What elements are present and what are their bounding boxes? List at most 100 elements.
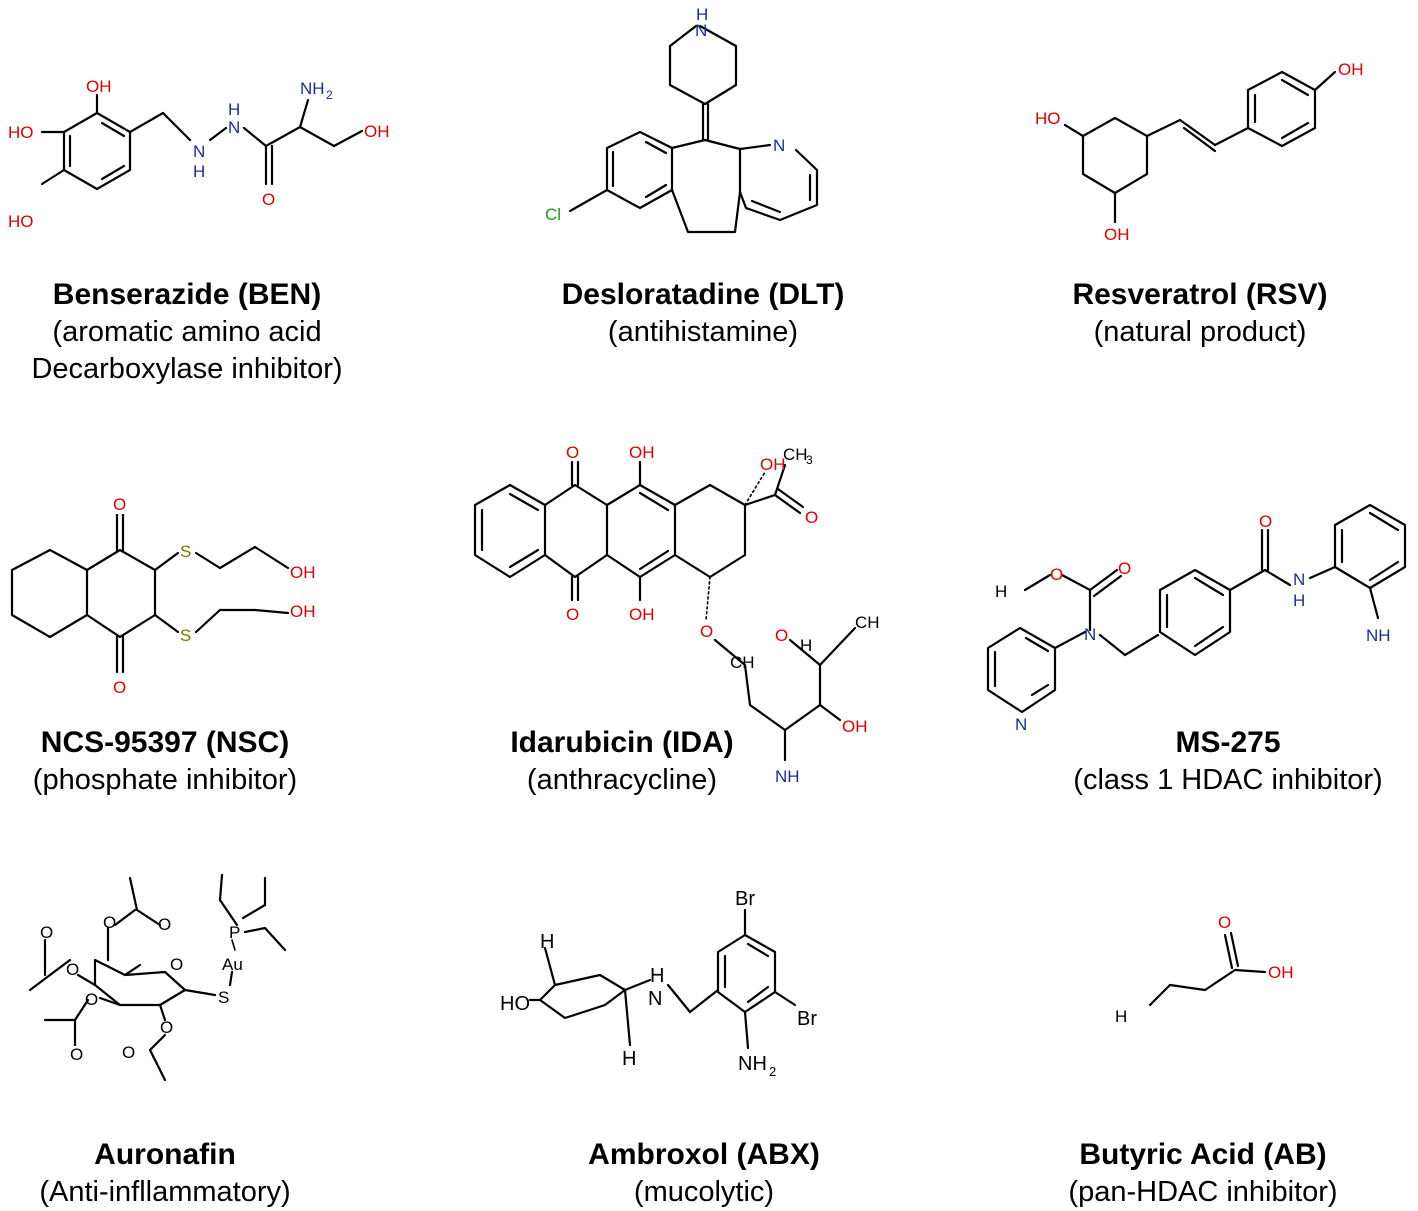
compound-description: (anthracycline): [526, 764, 718, 796]
atom-subscript: 2: [326, 88, 333, 102]
atom-o: O: [40, 923, 53, 942]
atom-o: O: [113, 678, 126, 697]
atom-ho: HO: [1035, 109, 1061, 128]
compound-name: NCS-95397 (NSC): [40, 726, 290, 759]
compound-description: (natural product): [1093, 316, 1307, 348]
atom-oh: OH: [86, 77, 112, 96]
atom-ho: HO: [8, 212, 34, 231]
atom-s: S: [180, 542, 191, 561]
atom-nh2: NH: [775, 767, 800, 786]
atom-n: N: [773, 136, 785, 155]
compound-description: (aromatic amino acid: [52, 316, 322, 348]
compound-description: (phosphate inhibitor): [32, 764, 298, 796]
compound-name: Butyric Acid (AB): [1079, 1138, 1327, 1171]
compound-name: Ambroxol (ABX): [588, 1138, 820, 1171]
structure-benserazide: OH HO HO N H N H NH 2 O OH: [8, 77, 390, 231]
structure-idarubicin: O O OH OH OH CH 3 O O O CH H CH OH NH: [473, 443, 880, 786]
caption-ms275: MS-275 (class 1 HDAC inhibitor): [1008, 724, 1418, 799]
atom-o: O: [170, 955, 183, 974]
structure-resveratrol: HO OH OH: [1035, 60, 1364, 244]
structure-desloratadine: H N N Cl: [545, 5, 819, 234]
compound-name: Desloratadine (DLT): [561, 278, 845, 311]
atom-o: O: [122, 1043, 135, 1062]
compound-name: MS-275: [1175, 726, 1281, 759]
atom-s: S: [180, 626, 191, 645]
caption-resveratrol: Resveratrol (RSV) (natural product): [980, 276, 1418, 351]
atom-oh: OH: [760, 455, 786, 474]
caption-ambroxol: Ambroxol (ABX) (mucolytic): [484, 1136, 924, 1211]
atom-h: H: [193, 162, 205, 181]
atom-ho: HO: [500, 993, 530, 1015]
atom-n: N: [695, 21, 707, 40]
structure-ncs95397: O O S S OH OH: [10, 495, 316, 697]
atom-n: N: [1293, 570, 1305, 589]
atom-n: N: [1015, 715, 1027, 734]
caption-auronafin: Auronafin (Anti-infllammatory): [0, 1136, 385, 1211]
caption-butyric-acid: Butyric Acid (AB) (pan-HDAC inhibitor): [983, 1136, 1418, 1211]
caption-benserazide: Benserazide (BEN) (aromatic amino acid D…: [0, 276, 407, 388]
structure-ms275: H O O N N O N H NH: [986, 503, 1407, 734]
atom-h3c: H: [995, 582, 1007, 601]
compound-name: Idarubicin (IDA): [510, 726, 734, 759]
structure-ambroxol: H HO H H N Br Br NH 2: [500, 888, 817, 1079]
atom-au: Au: [222, 955, 243, 974]
compound-name: Resveratrol (RSV): [1072, 278, 1328, 311]
atom-h: H: [622, 1048, 636, 1070]
atom-cl: Cl: [545, 205, 561, 224]
atom-n: N: [648, 988, 662, 1010]
atom-subscript: 3: [806, 453, 813, 467]
compound-description: (class 1 HDAC inhibitor): [1073, 764, 1383, 796]
compound-name: Auronafin: [94, 1138, 236, 1171]
compound-description: (antihistamine): [607, 316, 799, 348]
atom-h: H: [650, 965, 664, 987]
compound-description: Decarboxylase inhibitor): [31, 353, 343, 385]
atom-o: O: [566, 605, 579, 624]
atom-oh: OH: [1268, 963, 1294, 982]
atom-nh2: NH: [1366, 626, 1391, 645]
atom-p: P: [229, 923, 240, 942]
atom-ho: HO: [8, 123, 34, 142]
atom-o: O: [70, 1045, 83, 1064]
atom-o: O: [805, 508, 818, 527]
atom-ch3: CH: [783, 445, 808, 464]
atom-s: S: [218, 988, 229, 1007]
atom-h: H: [228, 100, 240, 119]
atom-oh: OH: [364, 122, 390, 141]
compound-description: (pan-HDAC inhibitor): [1068, 1176, 1338, 1208]
structure-butyric-acid: H O OH: [1115, 913, 1294, 1026]
atom-oh: OH: [629, 605, 655, 624]
atom-h: H: [540, 931, 554, 953]
atom-o: O: [566, 443, 579, 462]
atom-oh: OH: [842, 717, 868, 736]
atom-o: O: [1259, 512, 1272, 531]
atom-o: O: [1218, 913, 1231, 932]
compound-description: (Anti-infllammatory): [39, 1176, 291, 1208]
atom-subscript: 2: [769, 1064, 776, 1079]
atom-oh: OH: [290, 563, 316, 582]
atom-h: H: [1293, 591, 1305, 610]
caption-desloratadine: Desloratadine (DLT) (antihistamine): [483, 276, 923, 351]
caption-idarubicin: Idarubicin (IDA) (anthracycline): [402, 724, 842, 799]
atom-oh: OH: [1104, 225, 1130, 244]
atom-o: O: [775, 626, 788, 645]
atom-h3c: H: [1115, 1007, 1127, 1026]
compound-name: Benserazide (BEN): [52, 278, 322, 311]
atom-o: O: [158, 915, 171, 934]
atom-oh: OH: [1338, 60, 1364, 79]
atom-h: H: [696, 5, 708, 24]
atom-o: O: [1118, 559, 1131, 578]
atom-o: O: [262, 190, 275, 209]
atom-o: O: [160, 1018, 173, 1037]
atom-ch3: CH: [730, 653, 755, 672]
atom-n: N: [228, 118, 240, 137]
atom-n: N: [193, 142, 205, 161]
atom-nh2: NH: [300, 79, 325, 98]
atom-h3c: H: [800, 636, 812, 655]
atom-o: O: [103, 913, 116, 932]
atom-n: N: [1084, 625, 1096, 644]
caption-ncs95397: NCS-95397 (NSC) (phosphate inhibitor): [0, 724, 385, 799]
atom-o: O: [1050, 565, 1063, 584]
atom-oh: OH: [629, 443, 655, 462]
